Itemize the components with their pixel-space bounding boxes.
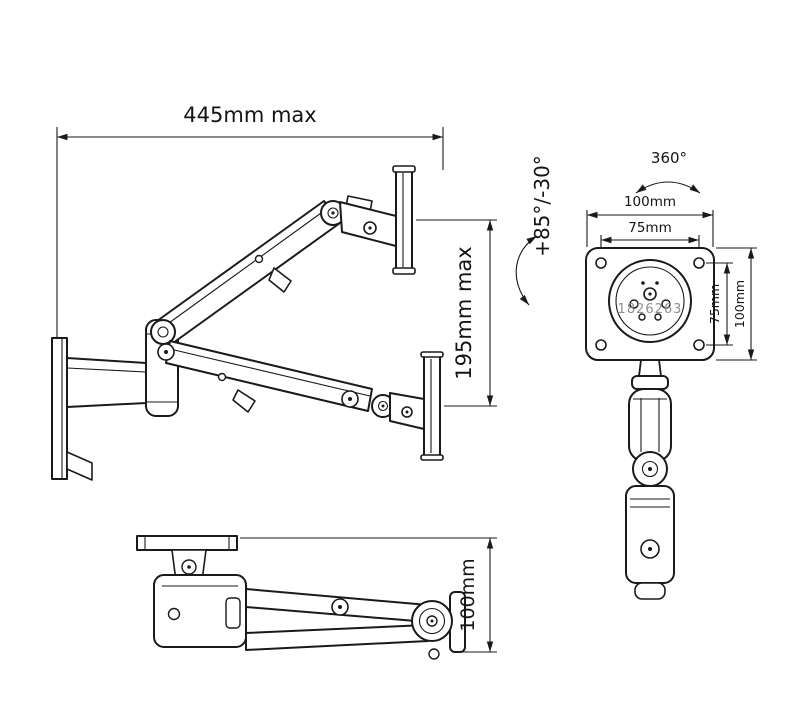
- vesa-hole-tl: [595, 257, 607, 269]
- vesa-plate-lower-side: [389, 351, 444, 461]
- tilt-arc-arrow: [515, 235, 538, 306]
- dimension-width-445: 445mm max: [56, 103, 444, 346]
- rotation-label: 360°: [651, 149, 687, 167]
- dim-outer-width-label: 100mm: [624, 194, 676, 210]
- vesa-plate-upper-side: [339, 165, 416, 275]
- dimension-depth-100: 100mm: [240, 537, 497, 653]
- arm-front-folded: [625, 359, 675, 600]
- dim-height-label: 195mm max: [452, 246, 476, 379]
- wall-plate: [51, 337, 93, 481]
- arm-segment-front: [628, 388, 672, 462]
- vesa-hole-tr: [693, 257, 705, 269]
- dim-depth-label: 100mm: [457, 558, 479, 631]
- dim-width-label: 445mm max: [183, 103, 316, 127]
- dim-inner-width-label: 75mm: [628, 220, 671, 236]
- tilt-range-label: +85°/-30°: [530, 155, 554, 257]
- vesa-hole-bl: [595, 339, 607, 351]
- wall-plate-foot: [66, 451, 93, 481]
- rotation-arc-arrow: [635, 181, 701, 194]
- base-foot-front: [634, 582, 666, 600]
- arm-link-top-2: [245, 624, 429, 651]
- tilt-collar: [631, 375, 669, 390]
- base-bracket-front: [625, 485, 675, 584]
- watermark-number: 1826263: [618, 302, 683, 317]
- tilt-annotation: +85°/-30°: [515, 155, 554, 306]
- top-view: 100mm: [136, 535, 497, 660]
- dimension-height-195: 195mm max: [416, 219, 497, 407]
- rotation-annotation: 360°: [635, 149, 701, 194]
- adjust-lever-lower: [232, 389, 256, 413]
- dimension-vesa-height-75: 75mm: [706, 262, 733, 346]
- arm-top-folded: [153, 574, 466, 660]
- gas-spring-arm-upper: [150, 200, 346, 345]
- dim-outer-height-label: 100mm: [732, 280, 747, 328]
- adjust-lever-upper: [268, 267, 292, 293]
- rotation-boss: [608, 259, 692, 343]
- front-view: 360° 100mm 75mm: [585, 149, 757, 600]
- base-block-top: [153, 574, 247, 648]
- dimension-vesa-height-100: 100mm: [716, 247, 757, 361]
- vesa-plate-front: 1826263: [585, 247, 715, 361]
- vesa-hole-br: [693, 339, 705, 351]
- dim-inner-height-label: 75mm: [707, 284, 722, 324]
- gas-spring-arm-lower: [157, 340, 395, 418]
- side-view: 445mm max: [51, 103, 554, 481]
- dimension-vesa-width-100: 100mm: [586, 194, 714, 247]
